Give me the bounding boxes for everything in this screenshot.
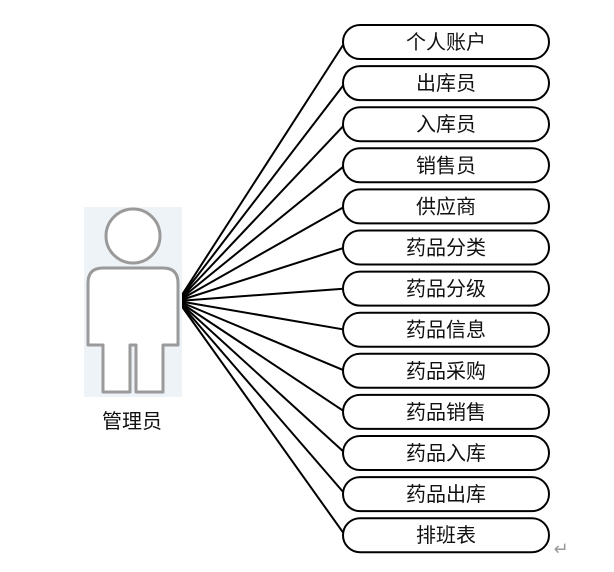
- use-case-shape: [342, 106, 550, 143]
- use-case-label: 药品出库: [406, 482, 486, 506]
- use-case-shape: [342, 435, 550, 471]
- use-case-label: 药品入库: [406, 441, 486, 465]
- use-case-shape: [342, 393, 550, 430]
- use-case-shape: [342, 311, 550, 348]
- association-line: [177, 246, 346, 302]
- use-case-label: 药品采购: [406, 359, 486, 383]
- use-case-shape: [342, 229, 550, 266]
- use-case-shape: [342, 147, 550, 184]
- use-case-shape: [342, 65, 550, 102]
- association-line: [177, 300, 346, 495]
- actor-body: [86, 266, 180, 394]
- use-case-label: 药品分类: [406, 236, 486, 260]
- use-case-shape: [342, 517, 550, 554]
- use-case-label: 入库员: [416, 112, 476, 136]
- association-line: [177, 300, 346, 536]
- use-case-label: 出库员: [416, 71, 476, 95]
- use-case-shape: [342, 270, 550, 307]
- use-case-label: 药品信息: [406, 318, 486, 342]
- use-case-shape: [342, 24, 550, 60]
- association-line: [177, 300, 346, 454]
- use-case-shape: [342, 476, 550, 513]
- association-line: [177, 205, 346, 302]
- connector-lines: [177, 41, 346, 536]
- use-case-list: 个人账户出库员入库员销售员供应商药品分类药品分级药品信息药品采购药品销售药品入库…: [342, 24, 550, 554]
- use-case-label: 药品销售: [406, 400, 486, 424]
- use-case-label: 个人账户: [406, 30, 486, 54]
- use-case-label: 销售员: [416, 153, 476, 177]
- use-case-label: 药品分级: [406, 277, 486, 301]
- use-case-shape: [342, 352, 550, 389]
- paragraph-mark: ↵: [553, 539, 568, 560]
- association-line: [177, 300, 346, 331]
- use-case-shape: [342, 188, 550, 225]
- actor-label: 管理员: [102, 409, 162, 433]
- association-line: [177, 123, 346, 302]
- actor-figure: [84, 207, 182, 397]
- association-line: [177, 287, 346, 302]
- use-case-label: 排班表: [416, 523, 476, 547]
- association-line: [177, 41, 346, 302]
- association-line: [177, 164, 346, 302]
- association-line: [177, 300, 346, 413]
- association-line: [177, 82, 346, 302]
- actor-head: [104, 207, 162, 265]
- use-case-label: 供应商: [416, 194, 476, 218]
- association-line: [177, 300, 346, 372]
